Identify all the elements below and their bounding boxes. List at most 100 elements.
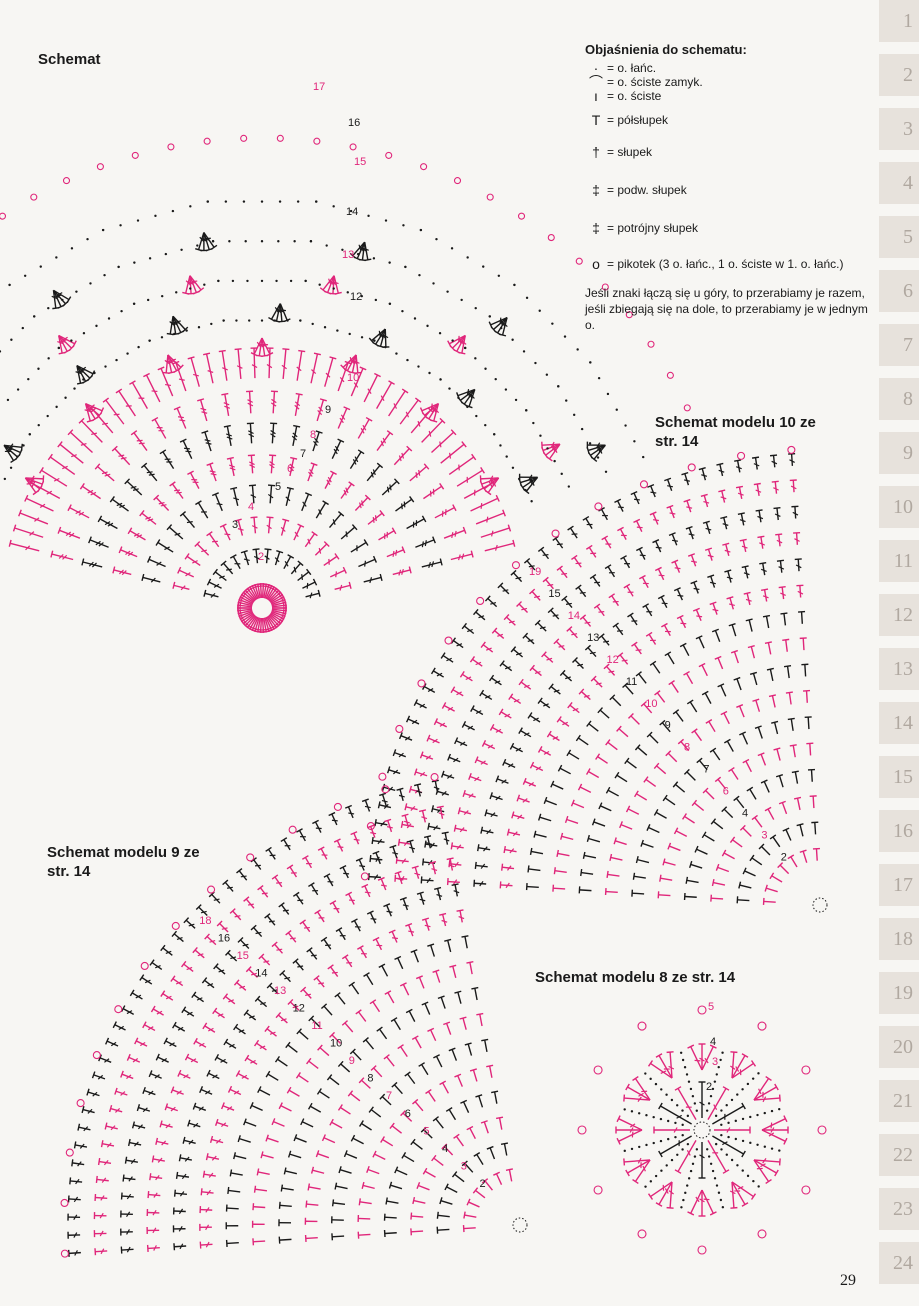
- stitch-stem: [337, 362, 349, 392]
- stitch-symbol: [194, 541, 210, 556]
- stitch-symbol: [776, 559, 785, 573]
- stitch-symbol: [466, 1198, 480, 1208]
- stitch-cross-bar: [78, 511, 85, 516]
- stitch-symbol: [172, 1225, 186, 1233]
- stitch-stem: [669, 506, 675, 519]
- stitch-stem: [246, 1057, 258, 1065]
- stitch-top-bar: [671, 559, 679, 564]
- stitch-stem: [251, 485, 255, 504]
- stitch-symbol: [357, 416, 373, 439]
- side-tab: 10: [879, 486, 919, 528]
- stitch-stem: [693, 582, 699, 594]
- stitch-cross-bar: [92, 1091, 98, 1097]
- stitch-stem: [597, 756, 608, 764]
- side-tab: 12: [879, 594, 919, 636]
- stitch-symbol: [405, 1008, 416, 1022]
- chain-dot: [513, 283, 516, 287]
- stitch-symbol: [711, 628, 721, 642]
- stitch-stem: [216, 1056, 228, 1064]
- stitch-cross-bar: [186, 966, 193, 971]
- stitch-symbol: [655, 1181, 673, 1207]
- stitch-top-bar: [328, 811, 336, 817]
- stitch-cross-bar: [226, 433, 232, 437]
- picot: [203, 137, 211, 145]
- stitch-symbol: [120, 1005, 135, 1015]
- stitch-top-bar: [140, 462, 148, 469]
- stitch-symbol: [771, 720, 779, 735]
- stitch-stem: [424, 918, 430, 931]
- stitch-cross-bar: [673, 1127, 678, 1133]
- stitch-stem: [271, 604, 286, 608]
- stitch-symbol: [609, 853, 623, 862]
- stitch-top-bar: [371, 836, 374, 845]
- stitch-top-bar: [229, 1169, 233, 1177]
- stitch-top-bar: [287, 554, 295, 559]
- stitch-symbol: [97, 515, 118, 530]
- stitch-stem: [483, 477, 500, 490]
- picot: [517, 212, 526, 220]
- stitch-cross-bar: [370, 832, 377, 835]
- stitch-symbol: [405, 922, 415, 937]
- chain-dot: [749, 1141, 752, 1145]
- stitch-cross-bar: [454, 861, 459, 868]
- stitch-symbol: [479, 689, 493, 701]
- stitch-top-bar: [440, 652, 446, 659]
- stitch-symbol: [390, 1017, 401, 1031]
- chain-dot: [652, 1141, 655, 1145]
- chain-dot: [686, 1142, 690, 1146]
- stitch-stem: [224, 394, 230, 417]
- chain-dot: [419, 228, 423, 232]
- stitch-top-bar: [218, 349, 226, 353]
- stitch-top-bar: [461, 441, 467, 448]
- stitch-top-bar: [616, 652, 624, 658]
- chain-dot: [689, 1169, 693, 1173]
- stitch-top-bar: [441, 702, 447, 709]
- stitch-cross-bar: [364, 560, 367, 567]
- stitch-symbol: [556, 565, 568, 579]
- stitch-top-bar: [143, 372, 150, 378]
- stitch-symbol: [634, 744, 648, 756]
- stitch-stem: [804, 664, 807, 677]
- stitch-cross-bar: [126, 1246, 131, 1253]
- stitch-stem: [248, 391, 252, 414]
- stitch-cross-bar: [339, 417, 344, 424]
- stitch-stem: [172, 316, 177, 335]
- chain-dot: [148, 257, 152, 260]
- stitch-stem: [802, 638, 805, 651]
- stitch-cross-bar: [120, 1091, 126, 1096]
- stitch-stem: [287, 1044, 298, 1053]
- stitch-symbol: [711, 878, 726, 887]
- chain-dot: [725, 1153, 728, 1156]
- chain-dot: [446, 290, 449, 293]
- chain-dot: [693, 1102, 697, 1105]
- chain-dot: [304, 279, 307, 283]
- stitch-top-bar: [310, 462, 318, 466]
- stitch-symbol: [761, 588, 769, 602]
- stitch-symbol: [395, 496, 415, 512]
- stitch-top-bar: [182, 291, 190, 295]
- stitch-stem: [280, 904, 290, 915]
- stitch-symbol: [192, 946, 205, 959]
- stitch-cross-bar: [504, 666, 511, 670]
- stitch-stem: [115, 1090, 128, 1096]
- stitch-stem: [165, 1040, 177, 1048]
- stitch-symbol: [97, 1157, 112, 1166]
- stitch-cross-bar: [404, 820, 410, 824]
- chain-dot: [299, 319, 302, 322]
- stitch-symbol: [731, 1060, 757, 1079]
- stitch-top-bar: [421, 683, 427, 690]
- stitch-top-bar: [658, 1102, 663, 1110]
- stitch-top-bar: [193, 1037, 198, 1045]
- stitch-cross-bar: [431, 868, 438, 871]
- stitch-symbol: [605, 786, 619, 797]
- stitch-symbol: [409, 463, 430, 482]
- stitch-stem: [275, 303, 281, 322]
- stitch-symbol: [773, 747, 781, 761]
- stitch-stem: [660, 596, 668, 608]
- stitch-top-bar: [481, 739, 487, 747]
- chain-dot: [206, 200, 209, 203]
- stitch-symbol: [434, 886, 443, 901]
- stitch-stem: [266, 616, 275, 630]
- stitch-top-bar: [561, 595, 568, 602]
- stitch-symbol: [388, 929, 398, 943]
